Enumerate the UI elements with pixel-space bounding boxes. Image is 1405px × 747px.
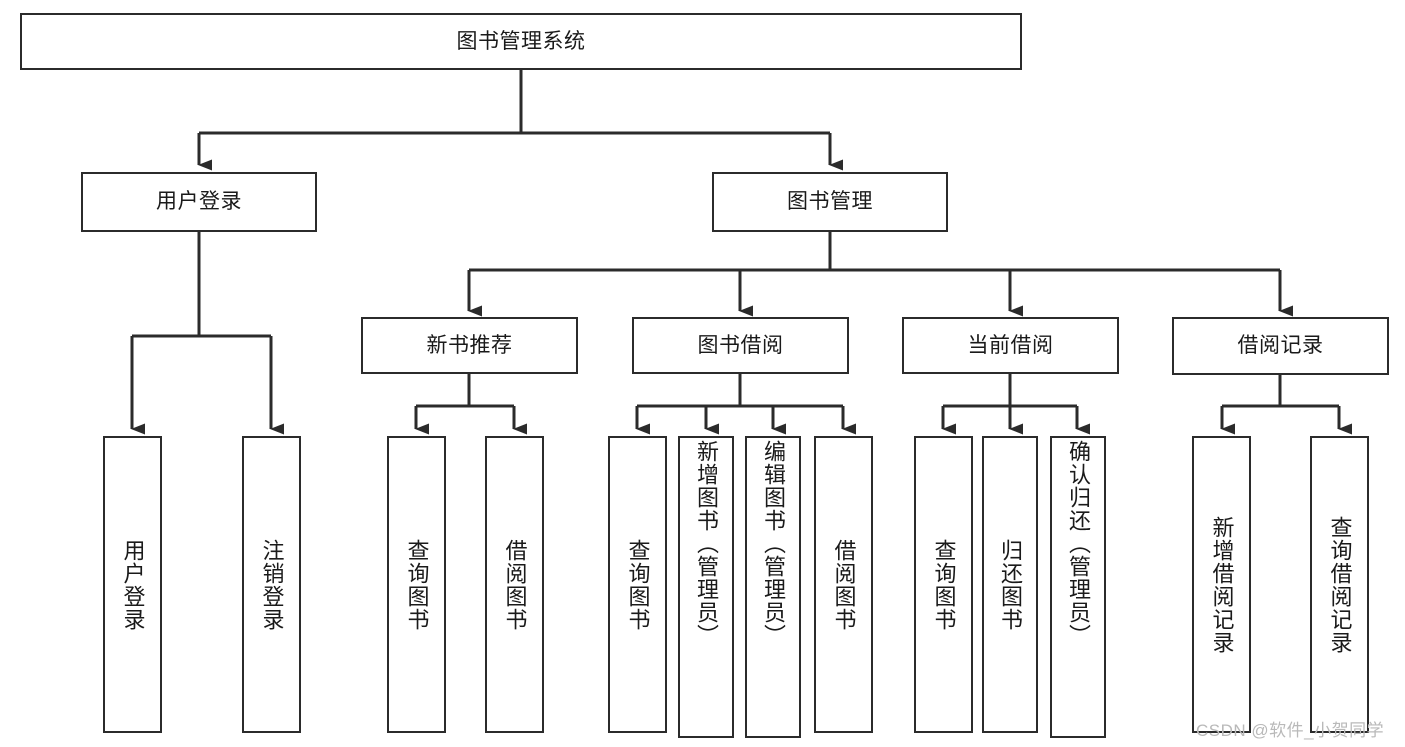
node-new-book-rec-label: 新书推荐 (426, 333, 513, 357)
node-leaf-add-record-label: 新增借阅记录 (1209, 515, 1235, 654)
node-book-manage-label: 图书管理 (787, 190, 873, 214)
csdn-watermark: CSDN @软件_小贺同学 (1196, 721, 1385, 740)
node-leaf-query-record[interactable]: 查询借阅记录 (1310, 436, 1369, 733)
node-leaf-user-login-label: 用户登录 (120, 538, 146, 631)
node-current-borrow[interactable]: 当前借阅 (902, 317, 1119, 374)
node-leaf-add-book[interactable]: 新增图书（管理员） (678, 436, 734, 738)
node-leaf-return-book[interactable]: 归还图书 (982, 436, 1038, 733)
node-new-book-rec[interactable]: 新书推荐 (361, 317, 578, 374)
node-leaf-query-book-rec-label: 查询图书 (404, 538, 430, 631)
node-leaf-add-record[interactable]: 新增借阅记录 (1192, 436, 1251, 733)
node-current-borrow-label: 当前借阅 (967, 333, 1054, 357)
node-book-manage[interactable]: 图书管理 (712, 172, 948, 232)
node-borrow-record-label: 借阅记录 (1237, 334, 1324, 358)
node-leaf-confirm-return-label: 确认归还（管理员） (1066, 440, 1091, 647)
node-leaf-query-book-borrow[interactable]: 查询图书 (608, 436, 667, 733)
node-user-login[interactable]: 用户登录 (81, 172, 317, 232)
node-user-login-label: 用户登录 (156, 190, 242, 214)
node-book-borrow[interactable]: 图书借阅 (632, 317, 849, 374)
node-leaf-return-book-label: 归还图书 (998, 538, 1023, 631)
node-root[interactable]: 图书管理系统 (20, 13, 1022, 70)
node-leaf-edit-book-label: 编辑图书（管理员） (761, 440, 786, 647)
node-leaf-logout[interactable]: 注销登录 (242, 436, 301, 733)
node-leaf-query-record-label: 查询借阅记录 (1327, 515, 1353, 654)
node-leaf-logout-label: 注销登录 (259, 538, 285, 631)
node-leaf-confirm-return[interactable]: 确认归还（管理员） (1050, 436, 1106, 738)
node-leaf-user-login[interactable]: 用户登录 (103, 436, 162, 733)
node-leaf-borrow-book-rec[interactable]: 借阅图书 (485, 436, 544, 733)
node-leaf-borrow-book-label: 借阅图书 (831, 538, 857, 631)
node-leaf-add-book-label: 新增图书（管理员） (694, 440, 719, 647)
node-leaf-borrow-book[interactable]: 借阅图书 (814, 436, 873, 733)
node-book-borrow-label: 图书借阅 (697, 333, 784, 357)
node-leaf-query-book-rec[interactable]: 查询图书 (387, 436, 446, 733)
node-leaf-borrow-book-rec-label: 借阅图书 (502, 538, 528, 631)
node-leaf-edit-book[interactable]: 编辑图书（管理员） (745, 436, 801, 738)
node-leaf-query-book-borrow-label: 查询图书 (625, 538, 651, 631)
node-leaf-query-book-cur[interactable]: 查询图书 (914, 436, 973, 733)
node-borrow-record[interactable]: 借阅记录 (1172, 317, 1389, 375)
node-root-label: 图书管理系统 (456, 29, 586, 53)
node-leaf-query-book-cur-label: 查询图书 (931, 538, 957, 631)
